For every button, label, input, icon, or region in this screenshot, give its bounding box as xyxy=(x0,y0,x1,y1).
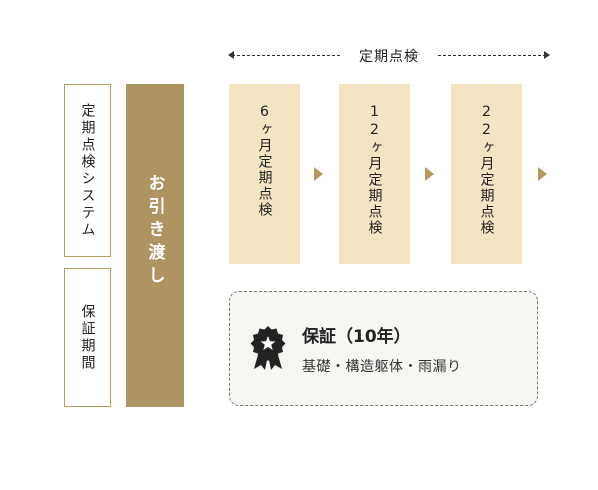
inspection-box-6: 6ヶ月定期点検 xyxy=(229,84,300,264)
span-arrow-right-icon xyxy=(544,51,550,59)
flow-arrow-icon xyxy=(314,167,323,181)
system-label: 定期点検システム xyxy=(79,102,96,239)
span-arrow-left-icon xyxy=(228,51,234,59)
inspection-span: 定期点検 xyxy=(228,44,550,68)
system-label-box: 定期点検システム xyxy=(64,84,111,257)
inspection-box-22: 22ヶ月定期点検 xyxy=(451,84,522,264)
warranty-box: 保証（10年） 基礎・構造躯体・雨漏り xyxy=(229,291,538,406)
award-badge-icon xyxy=(250,326,286,370)
inspection-box-12: 12ヶ月定期点検 xyxy=(339,84,410,264)
span-line-right xyxy=(438,55,546,56)
span-label: 定期点検 xyxy=(359,49,419,65)
flow-arrow-icon xyxy=(538,167,547,181)
inspection-text: ヶ月定期点検 xyxy=(366,140,383,236)
warranty-title: 保証（10年） xyxy=(302,327,411,347)
span-line-left xyxy=(232,55,340,56)
inspection-months: 22 xyxy=(478,104,495,140)
inspection-text: ヶ月定期点検 xyxy=(256,122,273,218)
warranty-period-label-box: 保証期間 xyxy=(64,268,111,407)
warranty-period-label: 保証期間 xyxy=(79,303,96,372)
inspection-months: 6 xyxy=(256,104,273,122)
warranty-items: 基礎・構造躯体・雨漏り xyxy=(302,359,462,375)
handover-label: お引き渡し xyxy=(144,174,165,289)
inspection-months: 12 xyxy=(366,104,383,140)
inspection-text: ヶ月定期点検 xyxy=(478,140,495,236)
flow-arrow-icon xyxy=(425,167,434,181)
handover-bar: お引き渡し xyxy=(126,84,184,407)
